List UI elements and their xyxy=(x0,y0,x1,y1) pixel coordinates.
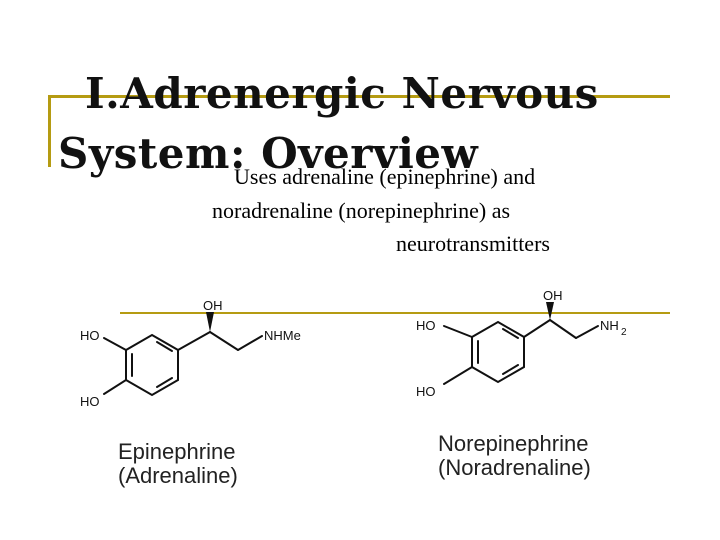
epinephrine-caption-line1: Epinephrine xyxy=(118,439,236,464)
norepinephrine-structure: OH HO HO NH 2 xyxy=(416,288,627,399)
norepinephrine-ho-top-label: HO xyxy=(416,318,436,333)
norepinephrine-caption-line1: Norepinephrine xyxy=(438,431,589,456)
body-line-1: Uses adrenaline (epinephrine) and xyxy=(234,164,536,189)
slide-title-line1: I.Adrenergic Nervous xyxy=(85,69,599,118)
epinephrine-amine-label: NHMe xyxy=(264,328,301,343)
norepinephrine-caption-line2: (Noradrenaline) xyxy=(438,455,591,480)
epinephrine-caption-line2: (Adrenaline) xyxy=(118,463,238,488)
slide-title-line2: System: Overview xyxy=(58,129,479,178)
left-accent-rule xyxy=(48,95,51,167)
body-line-2: noradrenaline (norepinephrine) as xyxy=(212,198,511,223)
body-line-3: neurotransmitters xyxy=(396,231,550,256)
norepinephrine-ho-bottom-label: HO xyxy=(416,384,436,399)
epinephrine-ho-top-label: HO xyxy=(80,328,100,343)
epinephrine-caption: Epinephrine (Adrenaline) xyxy=(118,440,238,488)
norepinephrine-caption: Norepinephrine (Noradrenaline) xyxy=(438,432,591,480)
norepinephrine-amine-label: NH xyxy=(600,318,619,333)
epinephrine-structure: OH HO HO NHMe xyxy=(80,298,301,409)
top-accent-rule xyxy=(48,95,670,98)
mid-accent-rule xyxy=(120,312,670,314)
norepinephrine-oh-label: OH xyxy=(543,288,563,303)
norepinephrine-amine-subscript: 2 xyxy=(621,327,627,338)
epinephrine-oh-label: OH xyxy=(203,298,223,313)
epinephrine-ho-bottom-label: HO xyxy=(80,394,100,409)
